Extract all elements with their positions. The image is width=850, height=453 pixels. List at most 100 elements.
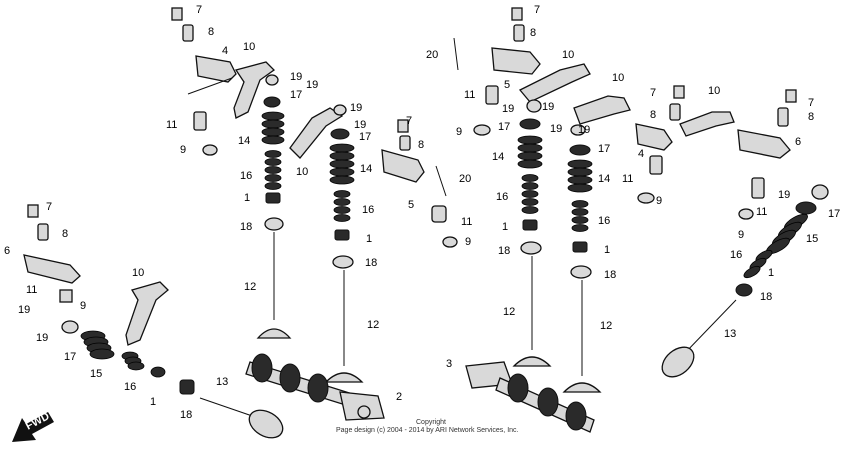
valve-spring-outer (766, 213, 808, 255)
callout-number: 19 (350, 102, 362, 114)
cap (637, 192, 655, 204)
callout-number: 10 (243, 41, 255, 53)
valve-stem-seal (520, 241, 542, 255)
callout-number: 18 (760, 291, 772, 303)
callout-number: 10 (708, 85, 720, 97)
valve-cotter (150, 366, 166, 378)
callout-number: 7 (406, 115, 412, 127)
rocker-shaft (635, 123, 673, 151)
callout-number: 17 (64, 351, 76, 363)
callout-number: 19 (502, 103, 514, 115)
callout-number: 7 (650, 87, 656, 99)
callout-number: 8 (530, 27, 536, 39)
callout-number: 7 (196, 4, 202, 16)
locknut (777, 107, 789, 127)
callout-number: 6 (4, 245, 10, 257)
valve-spring-inner (121, 351, 145, 371)
valve-head (661, 346, 695, 378)
callout-number: 2 (396, 391, 402, 403)
callout-number: 11 (756, 206, 767, 218)
rocker-shaft (23, 254, 81, 284)
tappet (193, 111, 207, 131)
spring-seat (572, 241, 588, 253)
callout-number: 9 (80, 300, 86, 312)
copyright-line2: Page design (c) 2004 - 2014 by ARI Netwo… (336, 427, 519, 434)
cotter (265, 74, 279, 86)
locknut (182, 24, 194, 42)
tappet (431, 205, 447, 223)
tappet (649, 155, 663, 175)
rocker-shaft (737, 129, 791, 159)
spring-collar (795, 201, 817, 215)
callout-number: 9 (656, 195, 662, 207)
locknut (513, 24, 525, 42)
valve-spring-inner (264, 150, 282, 190)
valve-spring-inner (571, 200, 589, 232)
valve-head (324, 372, 364, 383)
callout-number: 1 (502, 221, 508, 233)
valve-head (562, 382, 602, 393)
rocker-arm (233, 61, 276, 119)
callout-number: 14 (360, 163, 372, 175)
valve-stem (683, 299, 737, 355)
spring-collar (263, 96, 281, 108)
callout-number: 11 (26, 284, 37, 296)
cap (442, 236, 458, 248)
callout-number: 16 (496, 191, 508, 203)
callout-number: 8 (208, 26, 214, 38)
callout-number: 19 (550, 123, 562, 135)
cotter (526, 99, 542, 113)
callout-number: 8 (808, 111, 814, 123)
callout-labels: 7 8 4 10 19 19 17 11 14 9 16 1 18 12 10 … (4, 4, 840, 421)
callout-number: 5 (504, 79, 510, 91)
cap (473, 124, 491, 136)
tappet (59, 289, 73, 303)
valve-head (256, 328, 292, 339)
valve-stem-seal (735, 283, 753, 297)
valve-spring-outer (517, 135, 543, 169)
valve-stem-seal (332, 255, 354, 269)
callout-number: 19 (578, 124, 590, 136)
callout-number: 16 (240, 170, 252, 182)
callout-number: 19 (18, 304, 30, 316)
callout-number: 19 (542, 101, 554, 113)
callout-number: 13 (724, 328, 736, 340)
callout-number: 18 (365, 257, 377, 269)
adjuster-screw (673, 85, 685, 99)
callout-number: 8 (418, 139, 424, 151)
rocker-arm (573, 95, 631, 125)
valve-stem-seal (570, 265, 592, 279)
valve-spring-inner (333, 190, 351, 222)
callout-number: 7 (534, 4, 540, 16)
callout-number: 18 (604, 269, 616, 281)
callout-number: 12 (244, 281, 256, 293)
valve-spring-outer (567, 159, 593, 193)
callout-number: 8 (650, 109, 656, 121)
left-center-assembly (171, 7, 458, 421)
callout-number: 11 (166, 119, 177, 131)
cap (738, 208, 754, 220)
leader-line (187, 77, 233, 95)
rear-cylinder-assembly (661, 89, 829, 378)
locknut (37, 223, 49, 241)
callout-number: 19 (290, 71, 302, 83)
callout-number: 14 (238, 135, 250, 147)
callout-number: 13 (216, 376, 228, 388)
valve-stem-seal (264, 217, 284, 231)
callout-number: 20 (426, 49, 438, 61)
callout-number: 10 (562, 49, 574, 61)
rocker-arm (125, 281, 169, 346)
valve-stem-seal (179, 379, 195, 395)
pin (453, 37, 459, 71)
callout-number: 20 (459, 173, 471, 185)
callout-number: 12 (600, 320, 612, 332)
callout-number: 4 (638, 148, 644, 160)
adjuster-screw (785, 89, 797, 103)
callout-number: 5 (408, 199, 414, 211)
adjuster-screw (27, 204, 39, 218)
rocker-shaft (491, 47, 541, 75)
callout-number: 17 (828, 208, 840, 220)
rocker-shaft (381, 149, 425, 183)
spring-collar (519, 118, 541, 130)
